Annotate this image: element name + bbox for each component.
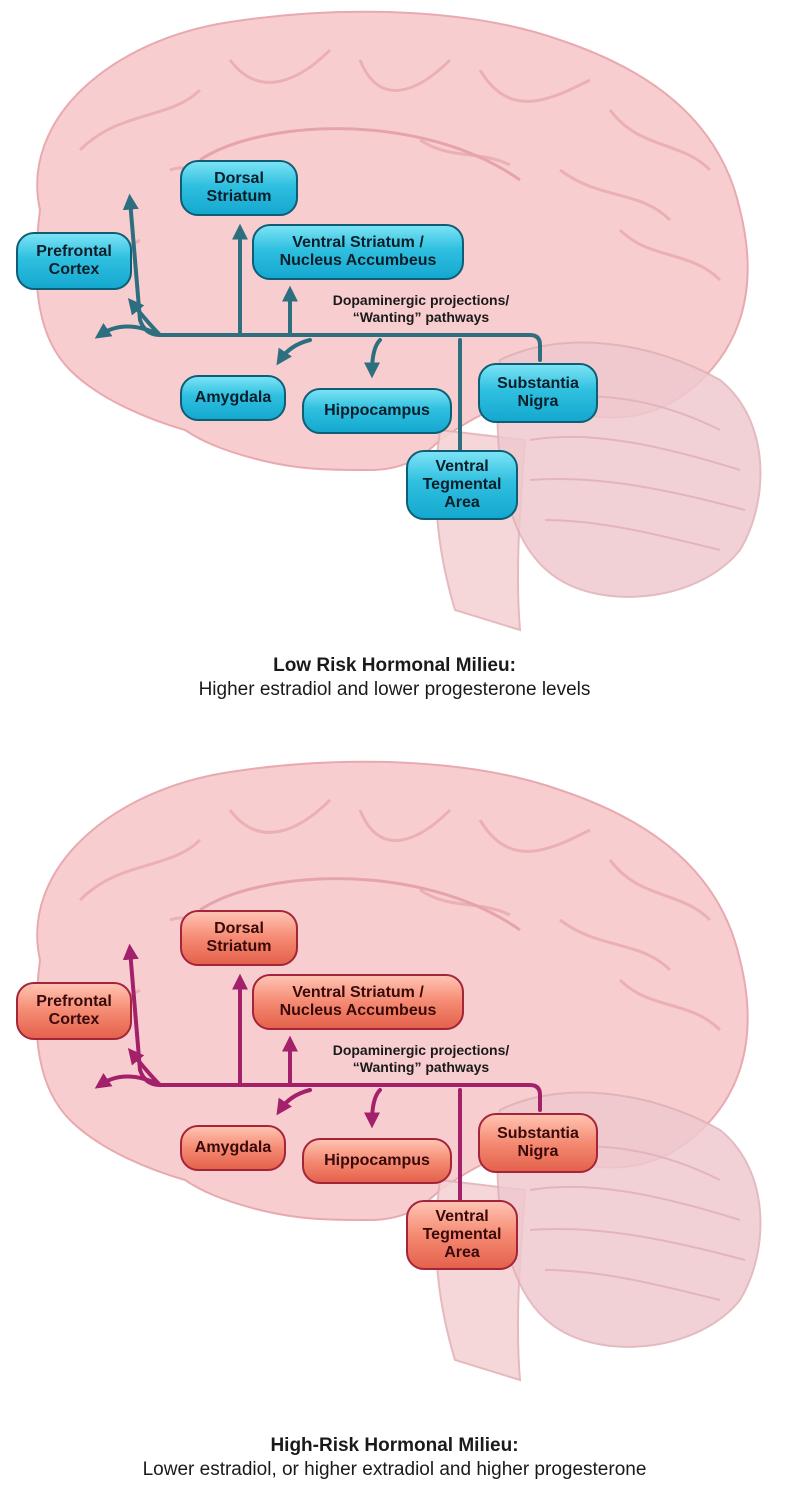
caption-title: High-Risk Hormonal Milieu: bbox=[270, 1435, 519, 1456]
low-risk-caption: Low Risk Hormonal Milieu: Higher estradi… bbox=[0, 654, 789, 702]
dopaminergic-pathways bbox=[94, 193, 542, 457]
caption-title: Low Risk Hormonal Milieu: bbox=[273, 655, 516, 676]
dorsal-striatum-label: Dorsal Striatum bbox=[180, 910, 298, 966]
prefrontal-cortex-label: Prefrontal Cortex bbox=[16, 232, 132, 290]
dorsal-striatum-label: Dorsal Striatum bbox=[180, 160, 298, 216]
substantia-nigra-label: Substantia Nigra bbox=[478, 363, 598, 423]
substantia-nigra-label: Substantia Nigra bbox=[478, 1113, 598, 1173]
caption-subtitle: Higher estradiol and lower progesterone … bbox=[198, 679, 591, 700]
amygdala-label: Amygdala bbox=[180, 375, 286, 421]
ventral-striatum-label: Ventral Striatum / Nucleus Accumbeus bbox=[252, 224, 464, 280]
low-risk-panel: Prefrontal Cortex Dorsal Striatum Ventra… bbox=[0, 0, 789, 740]
ventral-tegmental-area-label: Ventral Tegmental Area bbox=[406, 1200, 518, 1270]
amygdala-label: Amygdala bbox=[180, 1125, 286, 1171]
high-risk-caption: High-Risk Hormonal Milieu: Lower estradi… bbox=[0, 1434, 789, 1482]
pathway-label: Dopaminergic projections/ “Wanting” path… bbox=[332, 292, 510, 325]
cerebellum-folds bbox=[529, 395, 746, 551]
caption-subtitle: Lower estradiol, or higher extradiol and… bbox=[142, 1459, 647, 1480]
high-risk-panel: Prefrontal Cortex Dorsal Striatum Ventra… bbox=[0, 750, 789, 1490]
hippocampus-label: Hippocampus bbox=[302, 388, 452, 434]
cerebellum-folds bbox=[529, 1145, 746, 1301]
pathway-label: Dopaminergic projections/ “Wanting” path… bbox=[332, 1042, 510, 1075]
ventral-striatum-label: Ventral Striatum / Nucleus Accumbeus bbox=[252, 974, 464, 1030]
hippocampus-label: Hippocampus bbox=[302, 1138, 452, 1184]
prefrontal-cortex-label: Prefrontal Cortex bbox=[16, 982, 132, 1040]
dopaminergic-pathways bbox=[94, 943, 542, 1207]
ventral-tegmental-area-label: Ventral Tegmental Area bbox=[406, 450, 518, 520]
